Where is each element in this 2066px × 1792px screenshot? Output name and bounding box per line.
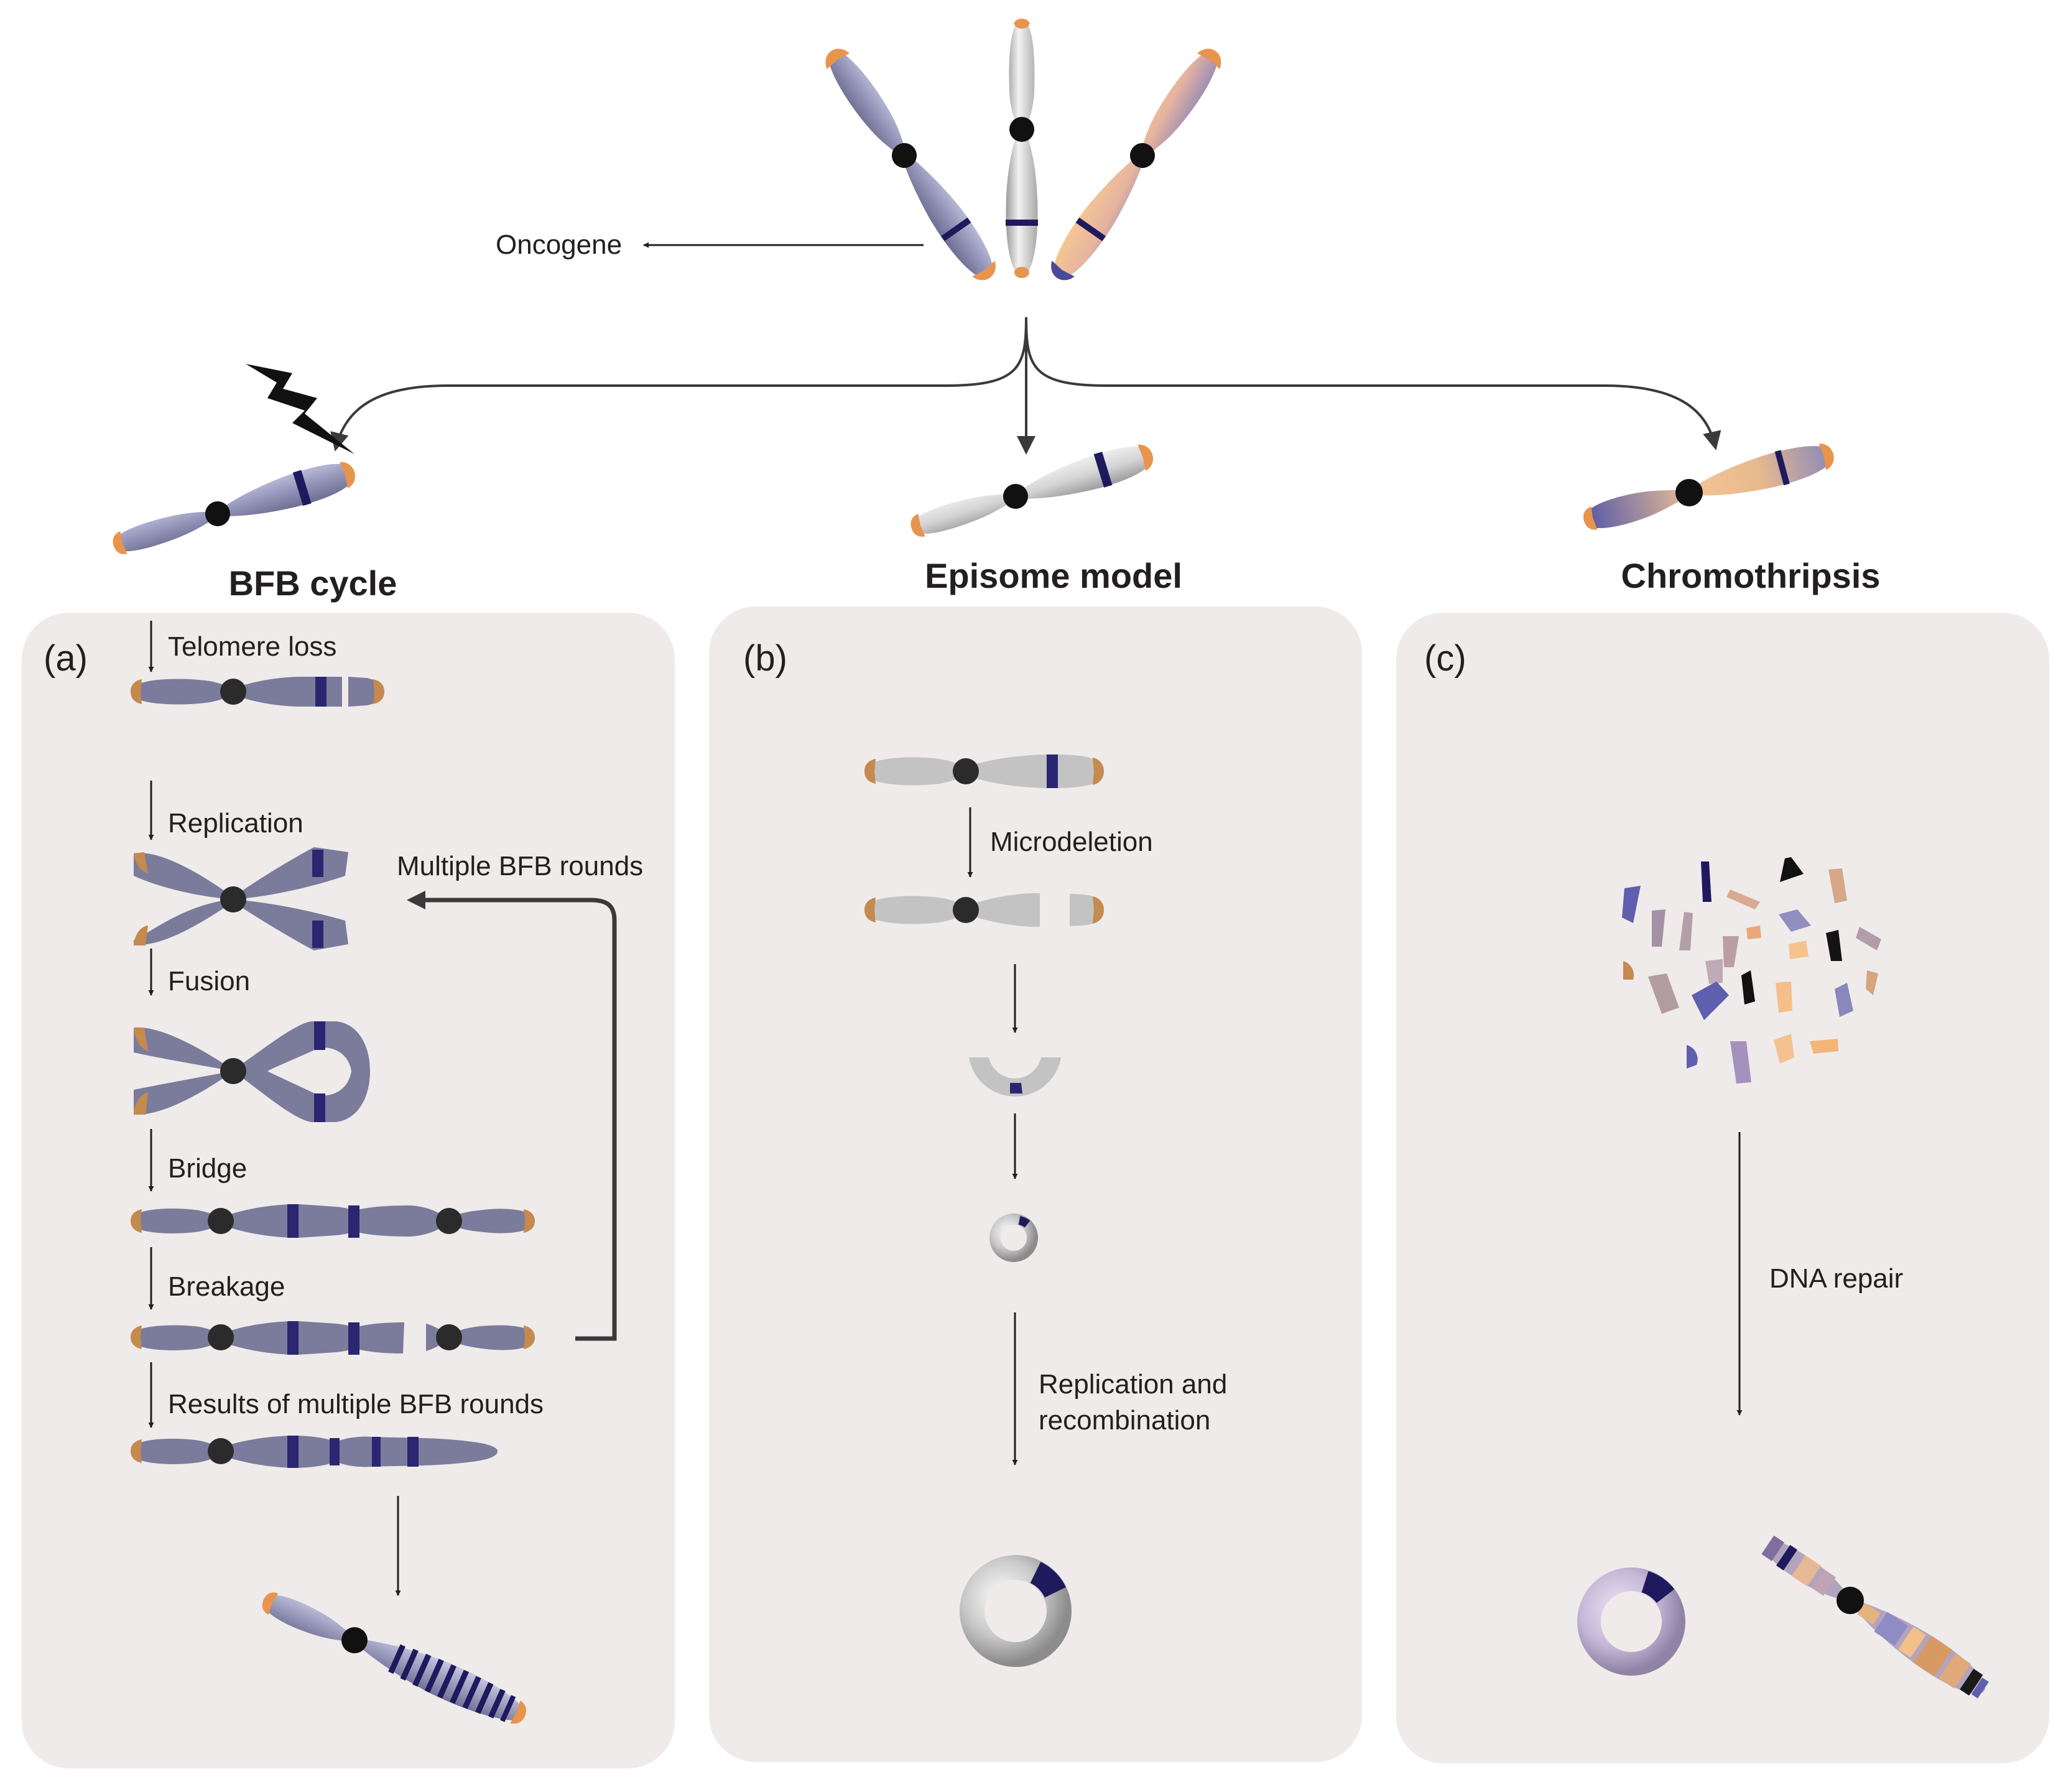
replication-chromosome — [134, 847, 348, 950]
episome-fragment-arc — [969, 1057, 1061, 1097]
episome-large-ring — [960, 1555, 1072, 1667]
step-bridge: Bridge — [168, 1153, 247, 1184]
chromothripsis-rearranged-chromosome — [1761, 1535, 1989, 1699]
title-chromothripsis: Chromothripsis — [1621, 556, 1881, 595]
chromosome-fragments — [1622, 857, 1881, 1084]
chromothripsis-source-chromosome — [1583, 443, 1834, 530]
replication-recombination-label-1: Replication and — [1039, 1369, 1227, 1400]
panel-a — [22, 613, 675, 1768]
loop-label: Multiple BFB rounds — [397, 851, 643, 881]
panel-c-letter: (c) — [1424, 638, 1466, 679]
chromothripsis-ring — [1577, 1567, 1685, 1676]
step-fusion: Fusion — [168, 966, 250, 996]
panel-a-step-arrows — [148, 621, 401, 1596]
fusion-chromosome — [134, 1021, 370, 1122]
oncogene-label: Oncogene — [496, 230, 622, 260]
microdeletion-label: Microdeletion — [990, 827, 1153, 857]
panel-c — [1396, 613, 2049, 1763]
panel-b-letter: (b) — [743, 638, 787, 679]
bridge-chromosome — [131, 1204, 535, 1238]
lightning-bolt-icon — [246, 364, 354, 454]
top-chromosome-purple — [825, 49, 996, 281]
replication-recombination-label-2: recombination — [1039, 1405, 1210, 1436]
title-episome-model: Episome model — [925, 556, 1182, 595]
top-chromosomes — [825, 19, 1221, 281]
dna-repair-label: DNA repair — [1769, 1263, 1903, 1294]
breakage-chromosome — [131, 1321, 535, 1355]
bfb-source-chromosome — [113, 462, 356, 554]
telomere-loss-chromosome — [131, 677, 384, 707]
step-breakage: Breakage — [168, 1271, 285, 1302]
bfb-final-chromosome — [262, 1592, 527, 1724]
step-telomere-loss: Telomere loss — [168, 631, 336, 662]
episome-microdeletion-chromosome — [864, 893, 1104, 927]
panel-b-step-arrows — [967, 807, 1018, 1465]
results-chromosome — [131, 1436, 498, 1468]
episome-small-ring — [989, 1214, 1038, 1262]
title-bfb-cycle: BFB cycle — [229, 564, 397, 603]
episome-intact-chromosome — [864, 754, 1104, 789]
episome-source-chromosome — [910, 444, 1154, 537]
branch-arrows — [330, 317, 1721, 455]
top-chromosome-gray — [1006, 19, 1038, 278]
step-replication: Replication — [168, 808, 303, 838]
panel-a-letter: (a) — [44, 638, 88, 679]
step-results: Results of multiple BFB rounds — [168, 1389, 544, 1419]
top-chromosome-peach — [1051, 49, 1221, 281]
panel-b — [709, 606, 1362, 1762]
bfb-loop-arrow — [407, 891, 617, 1341]
